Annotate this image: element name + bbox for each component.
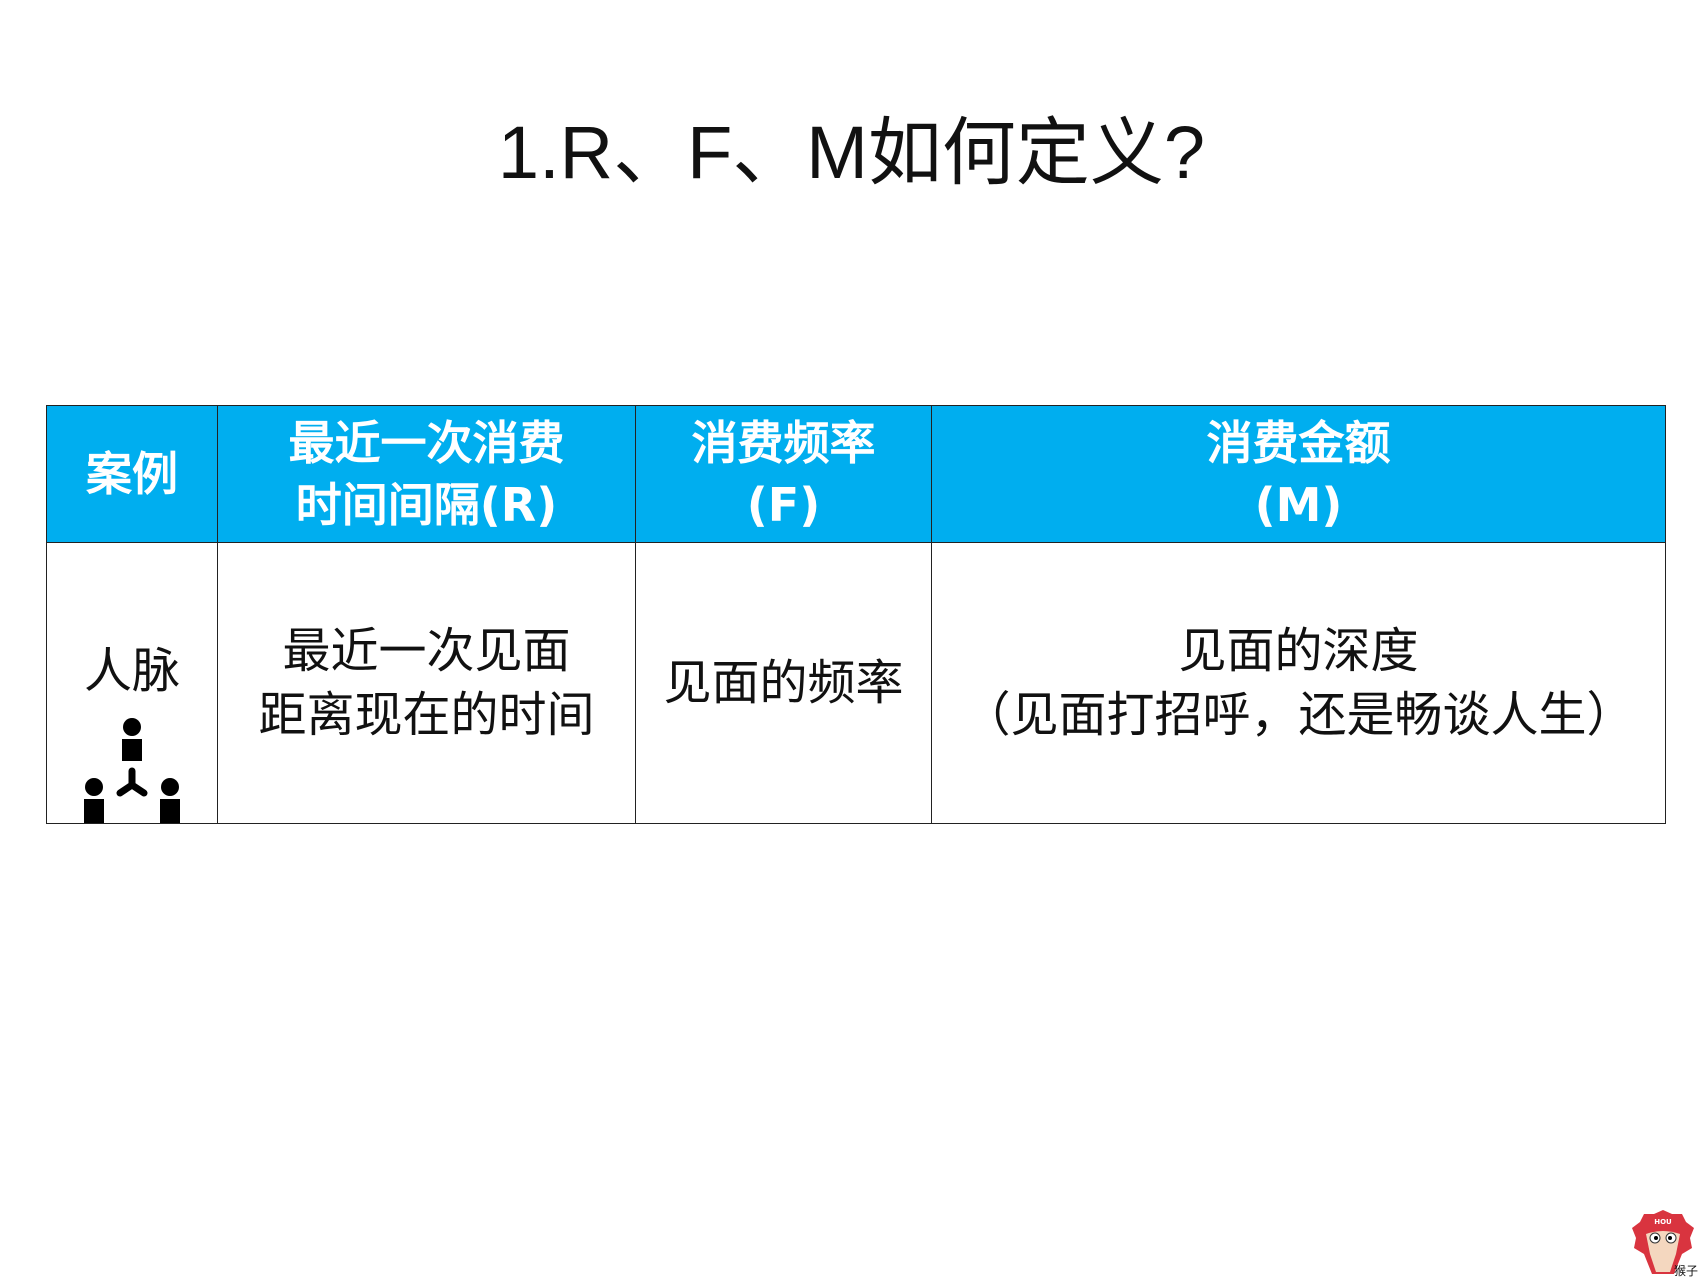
header-text: 消费频率: [691, 416, 876, 470]
header-frequency: 消费频率 (F): [635, 405, 932, 543]
cell-case: 人脉: [46, 542, 218, 824]
svg-text:HOU: HOU: [1654, 1218, 1672, 1226]
header-text: 时间间隔(R): [295, 478, 558, 532]
cell-text: 距离现在的时间: [258, 687, 595, 743]
table-row: 人脉 最近一次见面距离现在的时间 见面的频率 见面的深度 （见面打招呼，还是畅谈人…: [46, 542, 1666, 824]
header-recency: 最近一次消费时间间隔(R): [217, 405, 636, 543]
header-text: 案例: [86, 447, 178, 501]
cell-frequency: 见面的频率: [635, 542, 932, 824]
logo-caption: 猴子: [1674, 1264, 1699, 1278]
monkey-logo-icon: HOU: [1632, 1210, 1694, 1274]
header-monetary: 消费金额 (M): [931, 405, 1666, 543]
cell-text: 见面的频率: [663, 655, 904, 711]
header-text: 最近一次消费: [288, 416, 565, 470]
cell-text: 人脉: [83, 643, 180, 699]
header-text: (M): [1254, 478, 1343, 532]
cell-monetary: 见面的深度 （见面打招呼，还是畅谈人生）: [931, 542, 1666, 824]
header-text: 消费金额: [1206, 416, 1391, 470]
cell-recency: 最近一次见面距离现在的时间: [217, 542, 636, 824]
table-header-row: 案例 最近一次消费时间间隔(R) 消费频率 (F) 消费金额 (M): [46, 405, 1666, 543]
people-network-icon: [84, 718, 180, 823]
cell-text: （见面打招呼，还是畅谈人生）: [962, 687, 1635, 743]
cell-text: 见面的深度: [1178, 623, 1419, 679]
header-case: 案例: [46, 405, 218, 543]
slide-title: 1.R、F、M如何定义?: [497, 111, 1206, 194]
rfm-table: 案例 最近一次消费时间间隔(R) 消费频率 (F) 消费金额 (M) 人脉 最近一次…: [46, 405, 1666, 824]
header-text: (F): [746, 478, 821, 532]
cell-text: 最近一次见面: [282, 623, 571, 679]
